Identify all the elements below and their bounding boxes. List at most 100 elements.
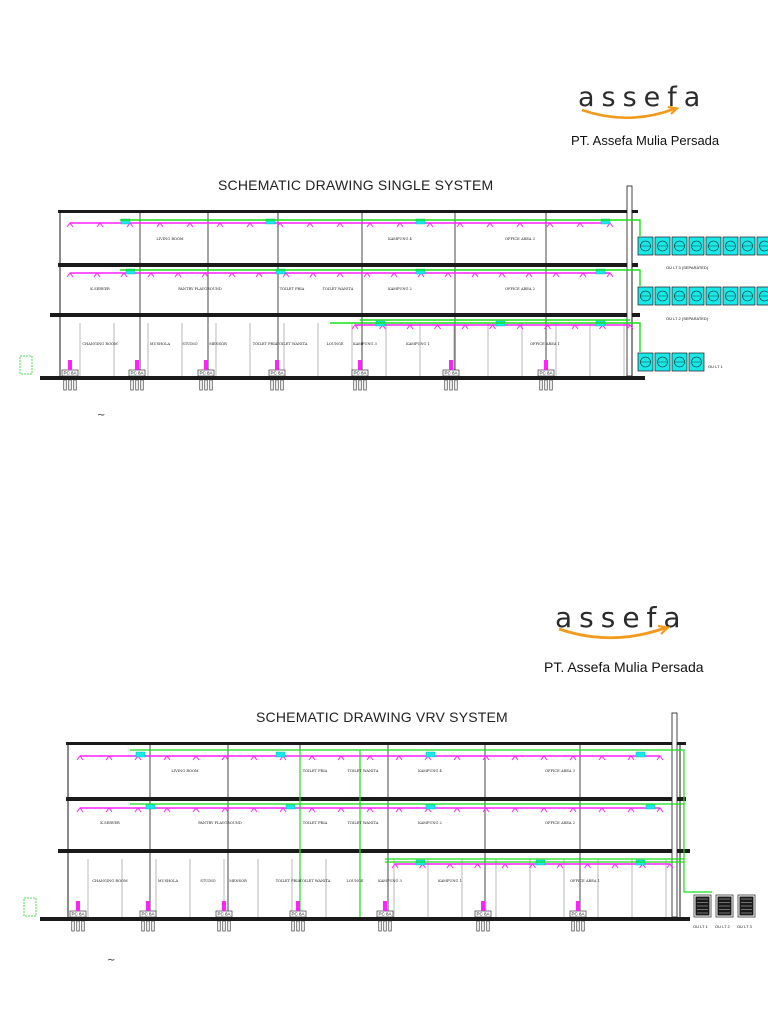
room-label: KAMPUNG 1 [438, 879, 462, 883]
diffuser [598, 807, 606, 813]
diffuser [516, 222, 524, 228]
pile [135, 379, 139, 391]
pile [222, 920, 226, 932]
column-base [135, 360, 139, 370]
diffuser [337, 755, 345, 761]
logo: assefa [555, 601, 681, 649]
logo-swoosh-icon [558, 625, 671, 640]
diffuser [156, 222, 164, 228]
diffuser [426, 222, 434, 228]
diffuser [363, 272, 371, 278]
outdoor-unit [637, 236, 654, 256]
column-base [76, 901, 80, 911]
diffuser [556, 863, 564, 869]
pile [476, 920, 480, 932]
pc-label: PC 8A [444, 371, 457, 376]
pile [378, 920, 382, 932]
indoor-unit [125, 268, 136, 275]
pile [140, 379, 144, 391]
diffuser [611, 863, 619, 869]
column-base [481, 901, 485, 911]
diffuser [351, 324, 359, 330]
riser-column [626, 185, 633, 377]
diffuser [282, 272, 290, 278]
diffuser [221, 807, 229, 813]
pile [204, 379, 208, 391]
indoor-unit [595, 268, 606, 275]
diffuser [471, 272, 479, 278]
pile [363, 379, 367, 391]
pile [353, 379, 357, 391]
pile [76, 920, 80, 932]
diffuser [626, 324, 634, 330]
pile [549, 379, 553, 391]
outdoor-unit [671, 352, 688, 372]
pile [81, 920, 85, 932]
diffuser [516, 324, 524, 330]
diffuser [192, 755, 200, 761]
diffuser [482, 755, 490, 761]
pile [296, 920, 300, 932]
diffuser [309, 272, 317, 278]
pc-label: PC 8A [71, 912, 84, 917]
indoor-unit [145, 803, 156, 810]
pc-label: PC 8A [199, 371, 212, 376]
logo-text: assefa [578, 82, 708, 113]
column-base [449, 360, 453, 370]
diffuser [395, 807, 403, 813]
diffuser [598, 755, 606, 761]
diffuser [228, 272, 236, 278]
diffuser [474, 863, 481, 869]
room-label: TOILET WANITA [300, 879, 331, 883]
room-label: OFFICE AREA 2 [505, 287, 535, 291]
room-label: LOUNGE [326, 342, 343, 346]
column-base [222, 901, 226, 911]
north-mark: ~ [97, 410, 106, 421]
diffuser [390, 272, 398, 278]
diffuser [250, 755, 258, 761]
outdoor-unit [739, 236, 756, 256]
diffuser [336, 272, 344, 278]
ground-slab [40, 917, 690, 921]
diffuser [396, 222, 404, 228]
outdoor-unit [688, 352, 705, 372]
sheet-title: SCHEMATIC DRAWING VRV SYSTEM [256, 709, 508, 725]
logo-swoosh-icon [581, 106, 680, 120]
roof-slab [66, 742, 686, 745]
pile [539, 379, 543, 391]
room-label: LIVING ROOM [156, 237, 184, 241]
pc-label: PC 8A [130, 371, 143, 376]
pc-label: PC 8A [539, 371, 552, 376]
diffuser [444, 272, 452, 278]
pile [63, 379, 67, 391]
column-base [204, 360, 208, 370]
sheet-title: SCHEMATIC DRAWING SINGLE SYSTEM [218, 177, 494, 193]
pc-label: PC 8A [571, 912, 584, 917]
entrance-detail [19, 355, 33, 375]
diffuser [395, 755, 403, 761]
diffuser [366, 807, 374, 813]
room-label: KAMPUNG 3 [378, 879, 402, 883]
diffuser [434, 324, 441, 330]
pc-label: PC 8A [270, 371, 283, 376]
diffuser [627, 807, 635, 813]
company-name: PT. Assefa Mulia Persada [544, 659, 704, 675]
pile [581, 920, 585, 932]
diffuser [221, 755, 229, 761]
unit-label: OU LT 1 [708, 364, 724, 369]
diffuser [216, 222, 224, 228]
riser-column [671, 712, 678, 918]
diffuser [147, 272, 155, 278]
floor-slab-3 [58, 263, 638, 267]
diffuser [366, 222, 374, 228]
floor-slab-2 [58, 849, 690, 853]
diffuser [76, 755, 84, 761]
diffuser [105, 807, 113, 813]
diffuser [569, 807, 577, 813]
indoor-unit [135, 751, 146, 758]
diffuser [489, 324, 496, 330]
diffuser [308, 807, 316, 813]
pile [227, 920, 231, 932]
ground-slab [40, 376, 645, 380]
